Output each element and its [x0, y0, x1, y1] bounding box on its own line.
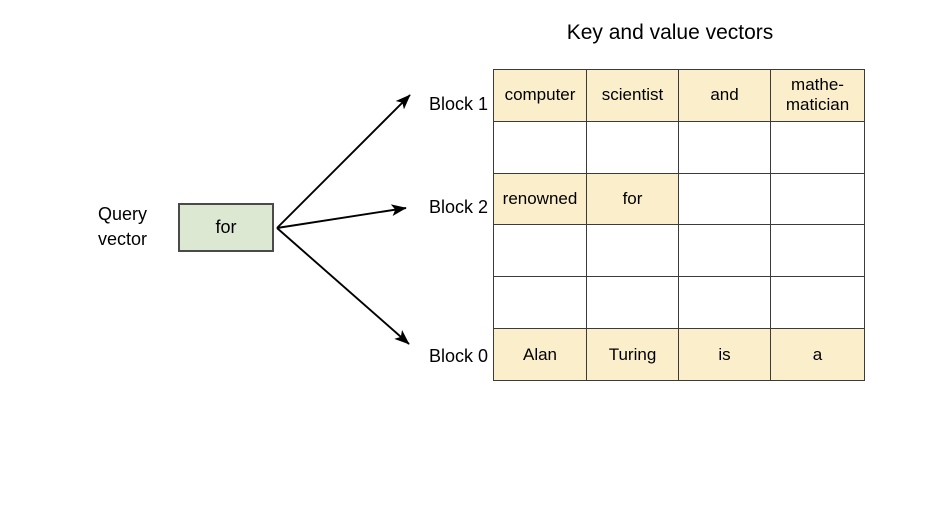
table-cell[interactable] — [586, 120, 679, 174]
table-cell[interactable] — [678, 120, 771, 174]
table-row — [493, 120, 865, 174]
table-cell[interactable]: is — [678, 328, 771, 381]
arrow-to-block-2 — [276, 204, 407, 229]
table-row — [493, 224, 865, 278]
table-cell[interactable]: mathe-matician — [770, 69, 865, 122]
table-cell[interactable] — [770, 276, 865, 330]
table-cell[interactable]: Turing — [586, 328, 679, 381]
table-cell[interactable]: a — [770, 328, 865, 381]
table-cell[interactable] — [586, 276, 679, 330]
table-cell[interactable] — [678, 276, 771, 330]
query-vector-box[interactable]: for — [178, 203, 274, 252]
page-title: Key and value vectors — [566, 21, 774, 44]
table-cell[interactable] — [678, 172, 771, 226]
block-label-block-1: Block 1 — [428, 94, 488, 114]
block-label-block-2: Block 2 — [428, 197, 488, 217]
table-cell[interactable] — [770, 172, 865, 226]
table-cell[interactable]: for — [586, 172, 679, 226]
table-cell[interactable]: Alan — [493, 328, 587, 381]
query-vector-label-line1: Query — [98, 204, 148, 224]
table-cell[interactable]: scientist — [586, 69, 679, 122]
table-cell[interactable] — [770, 224, 865, 278]
block-label-block-0: Block 0 — [428, 346, 488, 366]
table-cell[interactable] — [493, 276, 587, 330]
table-cell[interactable]: renowned — [493, 172, 587, 226]
table-cell[interactable]: and — [678, 69, 771, 122]
query-vector-label: Query vector — [98, 202, 172, 252]
table-cell[interactable] — [678, 224, 771, 278]
query-vector-label-line2: vector — [98, 229, 148, 249]
table-cell[interactable]: computer — [493, 69, 587, 122]
table-row — [493, 276, 865, 330]
query-vector-value: for — [215, 217, 237, 237]
arrow-to-block-0 — [276, 227, 410, 345]
table-cell[interactable] — [493, 120, 587, 174]
table-cell[interactable] — [493, 224, 587, 278]
arrow-to-block-1 — [276, 94, 411, 229]
table-cell[interactable] — [586, 224, 679, 278]
table-cell[interactable] — [770, 120, 865, 174]
